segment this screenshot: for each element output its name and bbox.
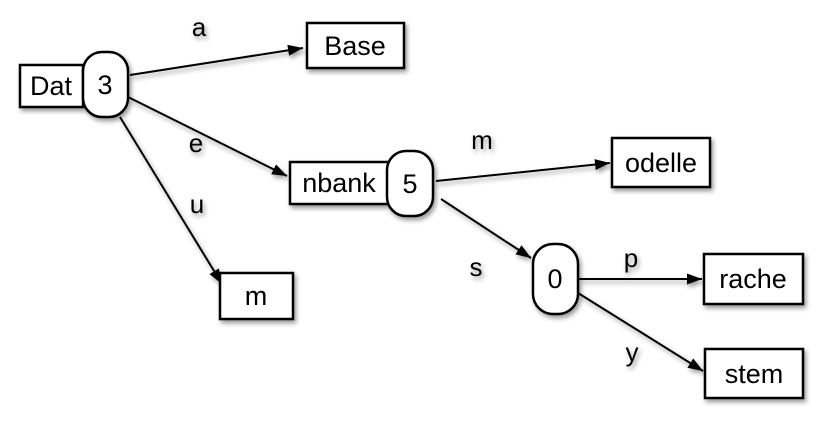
node-odelle-box xyxy=(610,136,712,189)
edge-a-label: a xyxy=(192,12,207,42)
node-dat-count: 3 xyxy=(97,70,112,100)
node-dat-label: Dat xyxy=(30,71,73,101)
node-dat-count-oval xyxy=(81,50,130,119)
node-nbank-box xyxy=(288,160,390,206)
node-zero-oval xyxy=(531,242,580,316)
node-nbank-count: 5 xyxy=(402,169,417,199)
edge-y-arrow xyxy=(577,292,704,372)
edge-s: s xyxy=(440,198,532,282)
node-rache-box xyxy=(702,252,805,306)
edge-s-label: s xyxy=(470,252,483,282)
edge-y-label: y xyxy=(626,337,639,367)
edge-m: m xyxy=(435,125,611,182)
edge-u: u xyxy=(119,116,223,285)
edge-a-arrow xyxy=(129,44,304,76)
edge-p-label: p xyxy=(624,243,638,273)
node-nbank: nbank 5 xyxy=(288,149,435,218)
edge-e-arrow xyxy=(127,96,288,177)
edge-a: a xyxy=(129,12,304,76)
edge-m-label: m xyxy=(471,125,493,155)
node-stem-label-box xyxy=(703,347,805,400)
node-zero-count: 0 xyxy=(547,264,562,294)
node-base-label: Base xyxy=(324,31,386,61)
node-odelle: odelle xyxy=(610,136,712,189)
edge-e-label: e xyxy=(189,128,203,158)
node-stem: stem xyxy=(703,347,805,400)
edge-p: p xyxy=(579,243,702,285)
edge-u-arrow xyxy=(119,116,223,285)
edge-y: y xyxy=(577,292,704,372)
edge-s-arrow xyxy=(440,198,532,259)
edge-e: e xyxy=(127,96,288,177)
node-rache-label: rache xyxy=(719,264,787,294)
edge-m-arrow xyxy=(435,159,611,182)
node-base: Base xyxy=(305,21,406,70)
node-nbank-count-oval xyxy=(385,149,435,218)
node-m: m xyxy=(218,271,295,321)
node-odelle-label: odelle xyxy=(625,148,697,178)
node-stem-label: stem xyxy=(725,359,784,389)
node-m-box xyxy=(218,271,295,321)
node-dat: Dat 3 xyxy=(18,50,130,119)
edge-u-label: u xyxy=(190,189,204,219)
node-nbank-label: nbank xyxy=(302,168,376,198)
node-m-label: m xyxy=(245,281,268,311)
node-rache: rache xyxy=(702,252,805,306)
node-base-box xyxy=(305,21,406,70)
node-zero: 0 xyxy=(531,242,580,316)
